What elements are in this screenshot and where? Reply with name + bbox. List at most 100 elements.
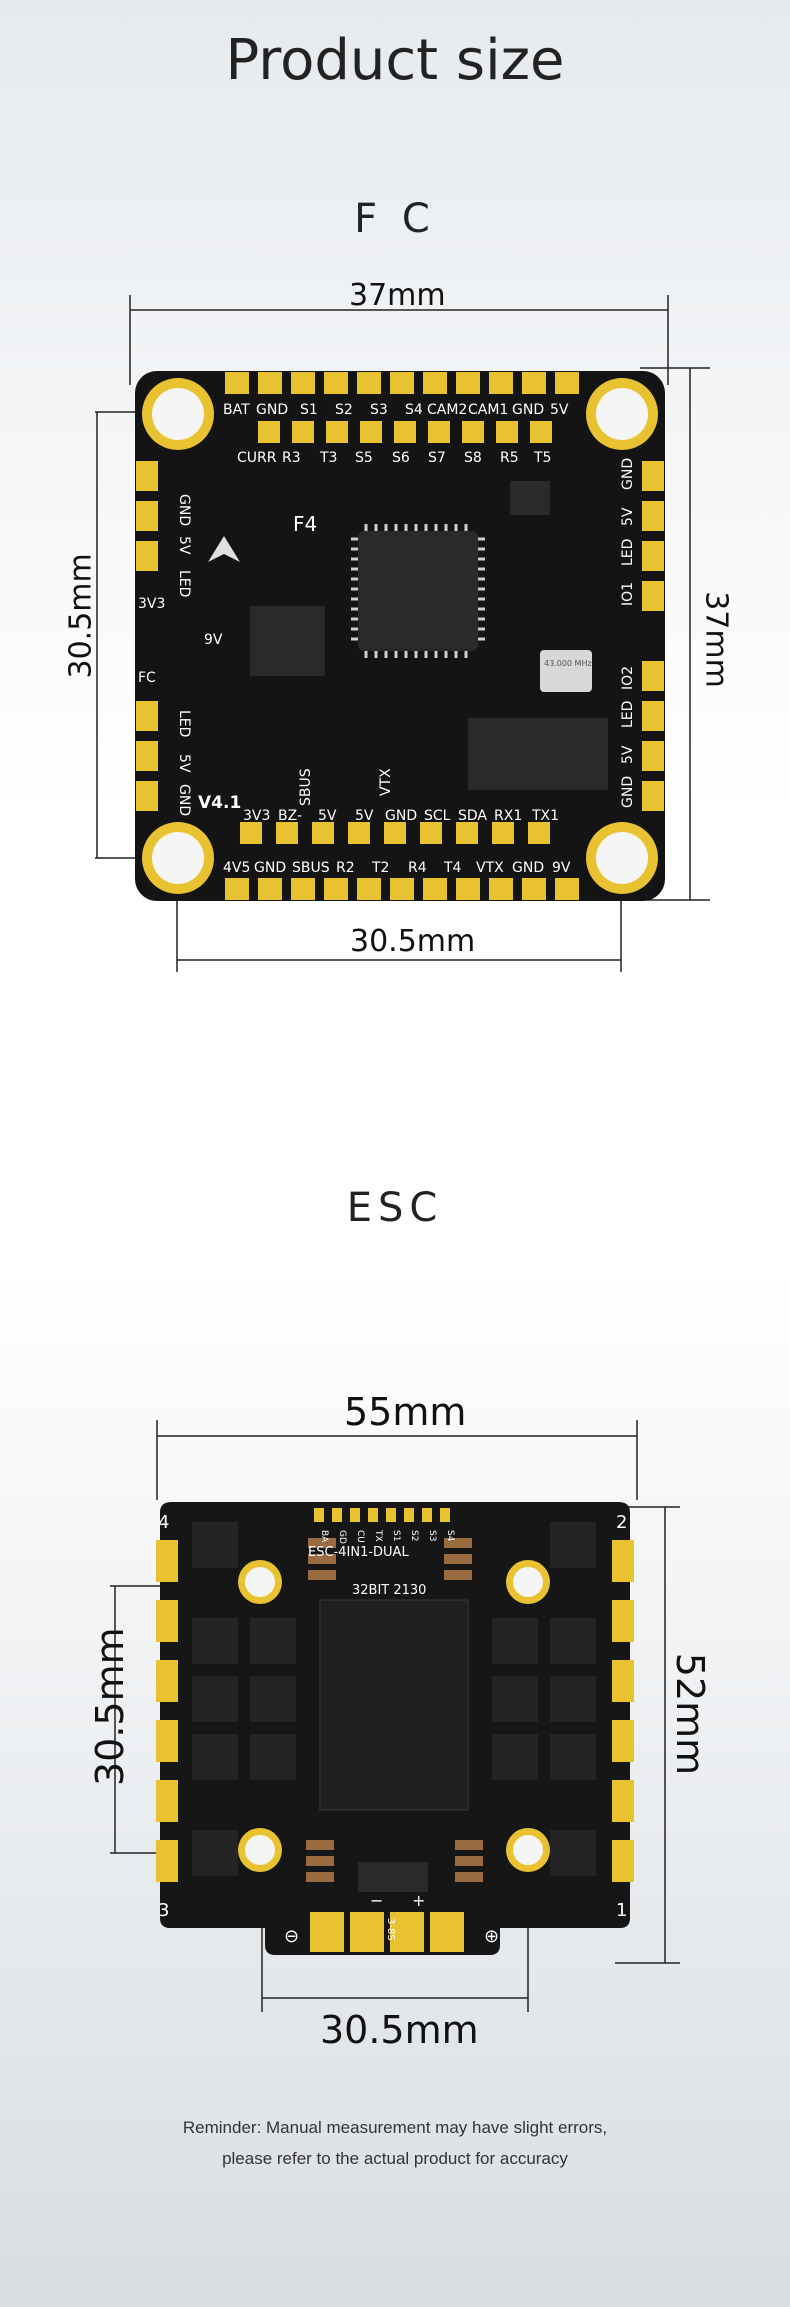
esc-board: ESC-4IN1-DUAL 32BIT 2130 BA GD CU TX S1 … bbox=[156, 1502, 634, 1955]
esc-mount-holes bbox=[238, 1560, 550, 1872]
svg-text:RX1: RX1 bbox=[494, 808, 522, 824]
svg-text:GND: GND bbox=[256, 402, 288, 418]
svg-text:9V: 9V bbox=[204, 632, 223, 648]
svg-text:⊕: ⊕ bbox=[484, 1926, 499, 1947]
svg-text:LED: LED bbox=[620, 539, 636, 566]
reminder-line-1: Reminder: Manual measurement may have sl… bbox=[182, 2118, 608, 2137]
svg-text:9V: 9V bbox=[552, 860, 571, 876]
svg-text:BZ-: BZ- bbox=[278, 808, 302, 824]
svg-text:IO1: IO1 bbox=[620, 582, 636, 606]
svg-text:IO2: IO2 bbox=[620, 666, 636, 690]
svg-text:GND: GND bbox=[512, 860, 544, 876]
svg-text:S8: S8 bbox=[464, 450, 482, 466]
page-title: Product size bbox=[225, 28, 565, 93]
svg-text:GD: GD bbox=[337, 1530, 347, 1544]
svg-text:5V: 5V bbox=[318, 808, 337, 824]
svg-text:S6: S6 bbox=[392, 450, 410, 466]
esc-mosfets bbox=[192, 1522, 596, 1876]
fc-chip-osd bbox=[468, 718, 608, 790]
svg-text:T4: T4 bbox=[443, 860, 462, 876]
svg-text:S4: S4 bbox=[445, 1530, 455, 1542]
fc-silkscreen: BAT GND S1 S2 S3 S4 CAM2 CAM1 GND 5V CUR… bbox=[138, 402, 636, 876]
svg-text:T2: T2 bbox=[371, 860, 389, 876]
svg-text:GND: GND bbox=[620, 458, 636, 490]
fc-crystal bbox=[540, 650, 592, 692]
svg-text:SBUS: SBUS bbox=[298, 768, 314, 806]
esc-dimension-lines bbox=[110, 1420, 680, 2012]
svg-text:32BIT 2130: 32BIT 2130 bbox=[352, 1583, 426, 1598]
esc-capacitors bbox=[306, 1538, 483, 1882]
svg-text:GND: GND bbox=[385, 808, 417, 824]
svg-text:5V: 5V bbox=[355, 808, 374, 824]
svg-text:S2: S2 bbox=[335, 402, 353, 418]
esc-side-pads bbox=[156, 1540, 634, 1882]
svg-text:1: 1 bbox=[616, 1900, 627, 1921]
fc-section-label: F C bbox=[354, 196, 436, 242]
svg-text:CAM1: CAM1 bbox=[468, 402, 508, 418]
esc-regulator bbox=[358, 1862, 428, 1892]
svg-text:GND: GND bbox=[512, 402, 544, 418]
fc-chip-left bbox=[250, 606, 325, 676]
fc-chip-small bbox=[510, 481, 550, 515]
svg-text:GND: GND bbox=[176, 784, 192, 816]
svg-text:BAT: BAT bbox=[223, 402, 250, 418]
svg-text:−: − bbox=[370, 1891, 383, 1910]
svg-text:S1: S1 bbox=[391, 1530, 401, 1541]
svg-text:TX1: TX1 bbox=[531, 808, 559, 824]
esc-width-dim: 55mm bbox=[344, 1390, 467, 1434]
svg-text:S3: S3 bbox=[370, 402, 388, 418]
svg-text:5V: 5V bbox=[620, 507, 636, 526]
esc-mcu-area bbox=[319, 1599, 469, 1811]
svg-text:CU: CU bbox=[355, 1530, 365, 1543]
fc-side-pads bbox=[136, 461, 664, 811]
svg-text:3V3: 3V3 bbox=[243, 808, 270, 824]
svg-text:SCL: SCL bbox=[424, 808, 451, 824]
svg-text:2: 2 bbox=[616, 1512, 627, 1533]
svg-text:S7: S7 bbox=[428, 450, 446, 466]
fc-mount-v-dim: 30.5mm bbox=[63, 553, 99, 679]
svg-text:V4.1: V4.1 bbox=[198, 793, 241, 813]
svg-text:R5: R5 bbox=[500, 450, 519, 466]
svg-text:CAM2: CAM2 bbox=[427, 402, 467, 418]
fc-mcu-chip bbox=[351, 524, 485, 658]
esc-mount-h-dim: 30.5mm bbox=[320, 2008, 479, 2052]
svg-text:F4: F4 bbox=[293, 512, 317, 536]
svg-text:3V3: 3V3 bbox=[138, 596, 165, 612]
svg-text:LED: LED bbox=[176, 710, 192, 737]
svg-text:LED: LED bbox=[620, 701, 636, 728]
svg-text:GND: GND bbox=[176, 494, 192, 526]
esc-height-dim: 52mm bbox=[668, 1652, 712, 1776]
svg-text:LED: LED bbox=[176, 570, 192, 597]
fc-width-dim: 37mm bbox=[349, 278, 446, 313]
svg-text:43.000 MHz: 43.000 MHz bbox=[544, 659, 592, 668]
svg-text:CURR: CURR bbox=[237, 450, 277, 466]
esc-section-label: ESC bbox=[346, 1185, 444, 1231]
svg-text:S2: S2 bbox=[409, 1530, 419, 1541]
svg-text:5V: 5V bbox=[550, 402, 569, 418]
svg-text:BA: BA bbox=[319, 1530, 329, 1543]
svg-text:5V: 5V bbox=[176, 754, 192, 773]
svg-text:SBUS: SBUS bbox=[292, 860, 330, 876]
svg-text:ESC-4IN1-DUAL: ESC-4IN1-DUAL bbox=[308, 1545, 409, 1560]
esc-signal-pads bbox=[314, 1508, 450, 1522]
svg-text:VTX: VTX bbox=[378, 768, 394, 796]
svg-text:R2: R2 bbox=[336, 860, 355, 876]
svg-text:4: 4 bbox=[158, 1512, 169, 1533]
fc-top-pads bbox=[225, 372, 579, 443]
svg-text:+: + bbox=[412, 1891, 425, 1910]
esc-power-pads bbox=[310, 1912, 464, 1952]
svg-text:5V: 5V bbox=[176, 536, 192, 555]
svg-text:5V: 5V bbox=[620, 745, 636, 764]
svg-text:FC: FC bbox=[138, 670, 156, 686]
svg-text:R4: R4 bbox=[408, 860, 427, 876]
esc-silkscreen: ESC-4IN1-DUAL 32BIT 2130 BA GD CU TX S1 … bbox=[158, 1512, 627, 1947]
esc-mount-v-dim: 30.5mm bbox=[88, 1627, 132, 1786]
svg-text:⊖: ⊖ bbox=[284, 1926, 299, 1947]
svg-text:T3: T3 bbox=[319, 450, 337, 466]
fc-height-dim: 37mm bbox=[698, 591, 734, 688]
fc-mount-holes bbox=[142, 378, 658, 894]
fc-logo-icon bbox=[208, 536, 240, 562]
svg-text:SDA: SDA bbox=[458, 808, 487, 824]
svg-text:3: 3 bbox=[158, 1900, 169, 1921]
svg-text:S3: S3 bbox=[427, 1530, 437, 1541]
